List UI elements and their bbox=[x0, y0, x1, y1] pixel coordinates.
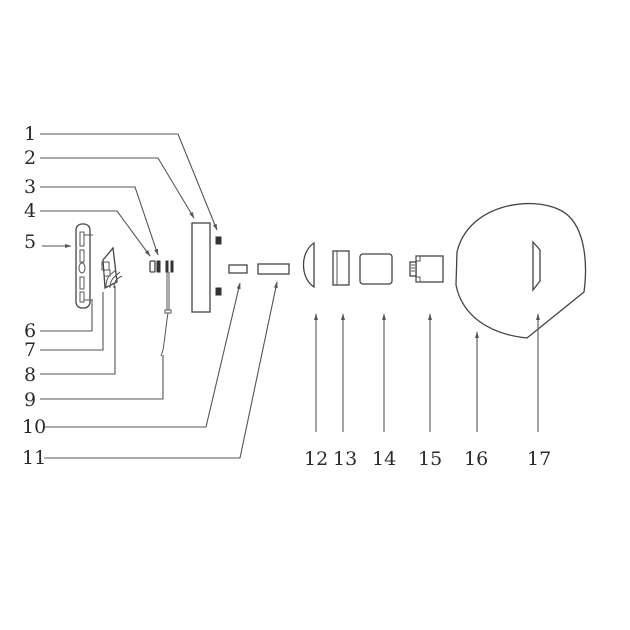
label-11: 11 bbox=[22, 447, 46, 469]
label-17: 17 bbox=[527, 448, 551, 470]
part-13-spacer bbox=[332, 250, 350, 286]
part-15-connector bbox=[409, 255, 444, 283]
leader-lines-left bbox=[40, 133, 278, 459]
label-14: 14 bbox=[372, 448, 396, 470]
part-mounting-plate bbox=[191, 222, 222, 313]
label-7: 7 bbox=[24, 339, 36, 361]
part-16-glass-shade bbox=[455, 202, 587, 339]
label-15: 15 bbox=[418, 448, 442, 470]
left-labels: 1 2 3 4 5 6 7 8 9 10 11 bbox=[22, 123, 46, 469]
label-6: 6 bbox=[24, 320, 36, 342]
bottom-labels: 12 13 14 15 16 17 bbox=[304, 448, 551, 470]
label-2: 2 bbox=[24, 147, 36, 169]
label-1: 1 bbox=[24, 123, 36, 145]
part-14-box bbox=[359, 253, 393, 285]
label-13: 13 bbox=[333, 448, 357, 470]
part-rod bbox=[160, 272, 172, 357]
label-16: 16 bbox=[464, 448, 488, 470]
label-5: 5 bbox=[24, 231, 36, 253]
leader-lines-bottom bbox=[314, 313, 540, 432]
part-backplate bbox=[75, 223, 93, 309]
part-17-reflector bbox=[532, 240, 541, 292]
label-8: 8 bbox=[24, 364, 36, 386]
label-3: 3 bbox=[24, 176, 36, 198]
label-9: 9 bbox=[24, 389, 36, 411]
label-12: 12 bbox=[304, 448, 328, 470]
part-lampholder-wires bbox=[101, 246, 123, 290]
part-sleeves bbox=[149, 260, 174, 273]
part-11-long-rect bbox=[257, 263, 290, 275]
label-4: 4 bbox=[24, 200, 36, 222]
part-10-small-rect bbox=[228, 264, 248, 274]
part-12-lens bbox=[302, 241, 315, 289]
label-10: 10 bbox=[22, 416, 46, 438]
